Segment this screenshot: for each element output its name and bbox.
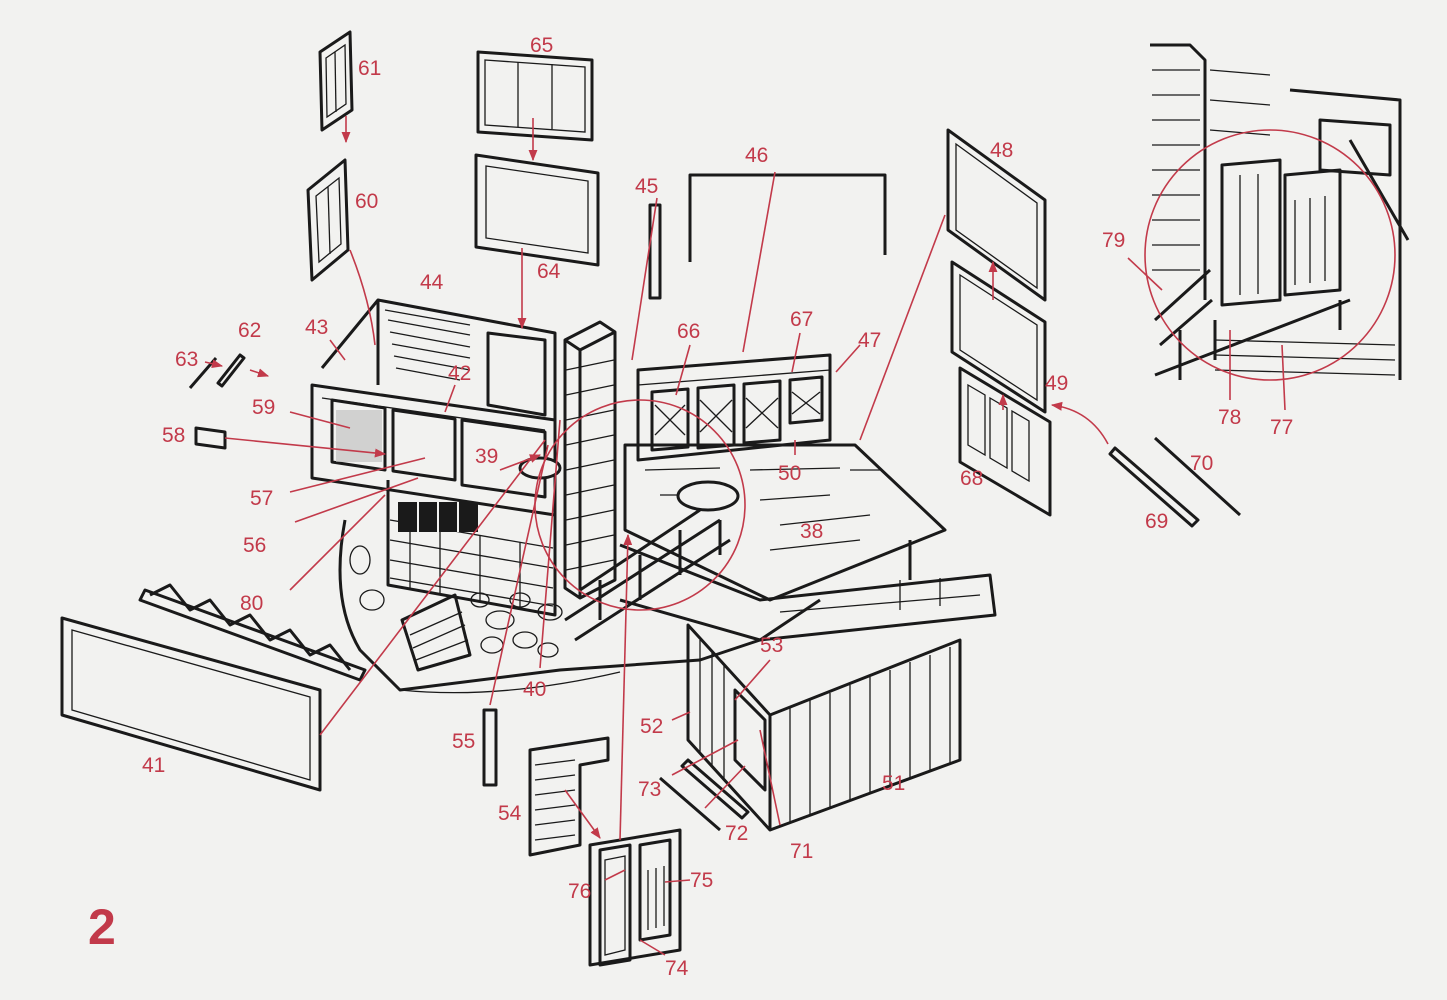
label-39: 39 xyxy=(475,445,498,468)
label-54: 54 xyxy=(498,802,522,825)
part-61-window xyxy=(318,30,354,132)
label-74: 74 xyxy=(665,957,689,980)
label-46: 46 xyxy=(745,144,768,167)
label-65: 65 xyxy=(530,34,553,57)
label-42: 42 xyxy=(448,362,471,385)
label-64: 64 xyxy=(537,260,561,283)
label-69: 69 xyxy=(1145,510,1168,533)
label-53: 53 xyxy=(760,634,783,657)
part-labels: 38 39 40 41 42 43 44 45 46 47 48 49 50 5… xyxy=(88,34,1293,980)
label-75: 75 xyxy=(690,869,713,892)
label-70: 70 xyxy=(1190,452,1213,475)
part-46-frame xyxy=(688,173,887,262)
label-55: 55 xyxy=(452,730,475,753)
label-52: 52 xyxy=(640,715,663,738)
part-48-frame xyxy=(946,128,1047,302)
part-49-window xyxy=(950,260,1047,414)
label-77: 77 xyxy=(1270,416,1293,439)
main-building xyxy=(310,298,997,694)
part-45-post xyxy=(648,203,662,300)
label-58: 58 xyxy=(162,424,185,447)
label-71: 71 xyxy=(790,840,813,863)
label-67: 67 xyxy=(790,308,813,331)
label-50: 50 xyxy=(778,462,801,485)
label-59: 59 xyxy=(252,396,275,419)
part-51-shed xyxy=(686,623,962,832)
label-41: 41 xyxy=(142,754,165,777)
figure-number: 2 xyxy=(88,899,116,955)
label-73: 73 xyxy=(638,778,661,801)
part-65-window xyxy=(476,50,594,142)
label-62: 62 xyxy=(238,319,261,342)
label-78: 78 xyxy=(1218,406,1241,429)
part-69-rail xyxy=(1108,446,1200,528)
part-55-post xyxy=(482,708,498,787)
label-51: 51 xyxy=(882,772,905,795)
label-43: 43 xyxy=(305,316,328,339)
leader-lines xyxy=(204,116,1286,956)
part-60-window xyxy=(306,158,350,282)
part-62-rail xyxy=(216,353,246,388)
label-72: 72 xyxy=(725,822,748,845)
part-73-rail xyxy=(659,776,721,832)
label-45: 45 xyxy=(635,175,658,198)
label-60: 60 xyxy=(355,190,378,213)
part-74-door xyxy=(588,828,682,967)
part-54-panel xyxy=(528,736,610,857)
label-80: 80 xyxy=(240,592,263,615)
part-58-plate xyxy=(194,426,227,450)
label-66: 66 xyxy=(677,320,700,343)
label-40: 40 xyxy=(523,678,546,701)
label-48: 48 xyxy=(990,139,1013,162)
label-49: 49 xyxy=(1045,372,1068,395)
inset-detail xyxy=(1144,43,1410,381)
part-68-panel xyxy=(958,366,1052,517)
label-79: 79 xyxy=(1102,229,1125,252)
label-57: 57 xyxy=(250,487,273,510)
part-64-frame xyxy=(474,153,600,267)
label-61: 61 xyxy=(358,57,381,80)
part-80-truss xyxy=(138,583,367,682)
label-76: 76 xyxy=(568,880,591,903)
part-41-base xyxy=(60,616,322,792)
label-56: 56 xyxy=(243,534,266,557)
label-38: 38 xyxy=(800,520,823,543)
label-68: 68 xyxy=(960,467,983,490)
label-44: 44 xyxy=(420,271,444,294)
part-70-rail xyxy=(1153,436,1242,517)
part-72-rail xyxy=(680,758,750,820)
label-63: 63 xyxy=(175,348,198,371)
label-47: 47 xyxy=(858,329,881,352)
